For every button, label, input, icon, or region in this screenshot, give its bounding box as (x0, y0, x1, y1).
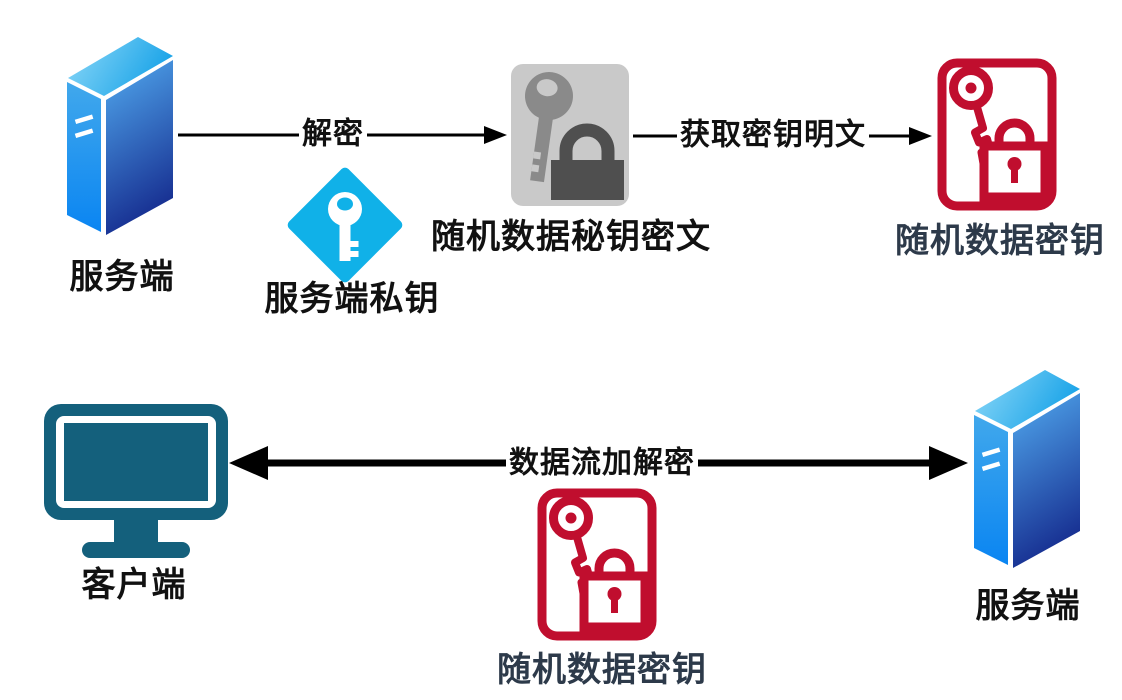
key-lock-red-icon (937, 57, 1057, 212)
edge-label-decrypt: 解密 (299, 117, 367, 151)
server-icon (970, 365, 1080, 570)
server-top-label: 服务端 (69, 258, 175, 296)
key-ciphertext-label: 随机数据秘钥密文 (431, 218, 711, 256)
key-lock-red-icon (537, 487, 657, 642)
key-diamond-icon (285, 165, 405, 285)
monitor-icon (42, 402, 232, 558)
server-private-key-label: 服务端私钥 (264, 280, 440, 318)
client-label: 客户端 (81, 566, 187, 604)
key-lock-gray-icon (509, 62, 631, 208)
random-key-bottom-label: 随机数据密钥 (497, 651, 707, 689)
edge-label-get-key-plaintext: 获取密钥明文 (677, 118, 869, 152)
server-icon (63, 32, 173, 237)
edge-label-data-stream-crypto: 数据流加解密 (506, 446, 698, 480)
server-bottom-label: 服务端 (975, 587, 1081, 625)
random-key-top-label: 随机数据密钥 (895, 222, 1105, 260)
